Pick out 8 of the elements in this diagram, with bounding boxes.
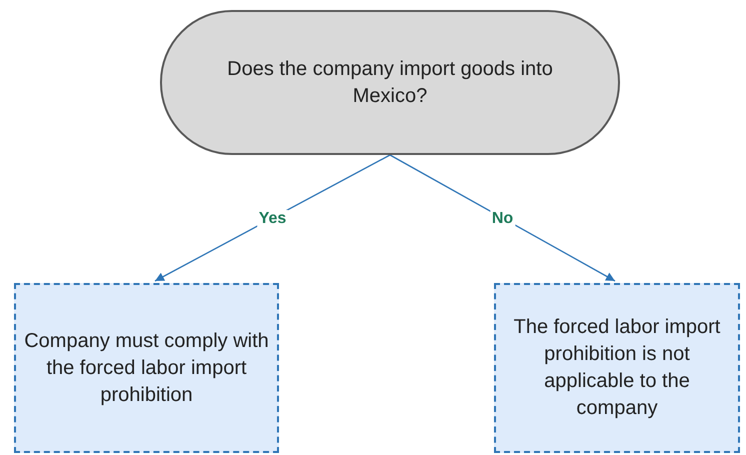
node-text: The forced labor import prohibition is not applicable to the company [512, 315, 722, 421]
arrow [390, 154, 616, 282]
node-text: Company must comply with the forced labor import prohibition [23, 328, 270, 408]
outcome-box [494, 283, 740, 453]
outcome-box [14, 283, 279, 453]
edge-label: No [490, 210, 516, 228]
node-text: Does the company import goods into Mexico? [226, 56, 554, 108]
edge-label: Yes [256, 210, 288, 228]
